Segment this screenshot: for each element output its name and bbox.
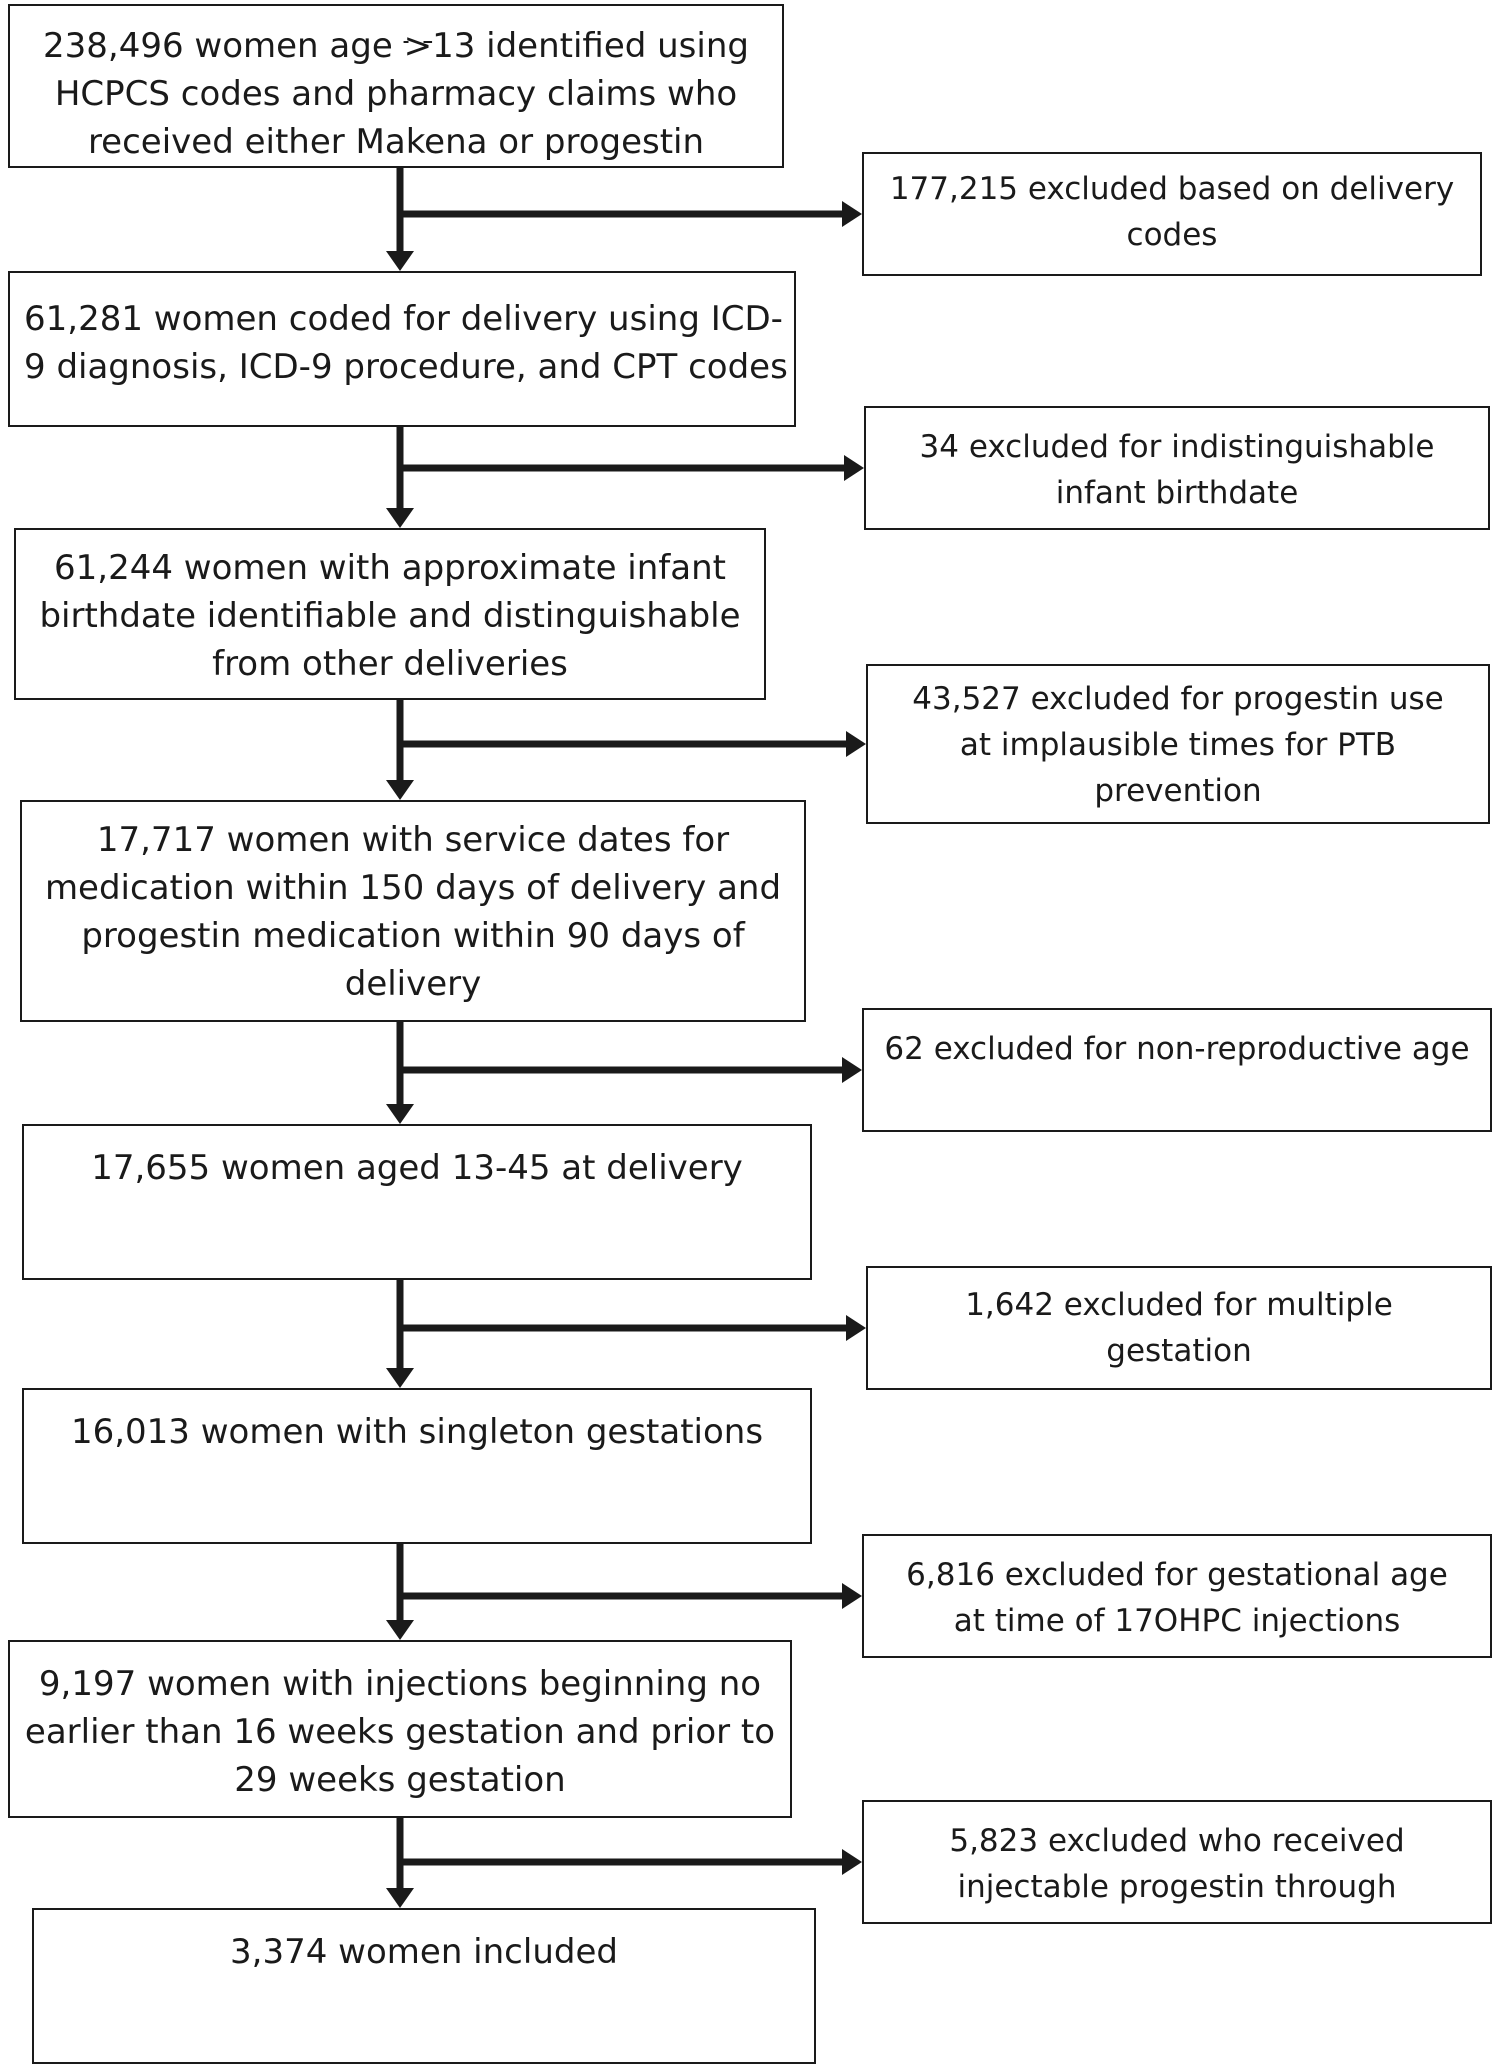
- exclusion-box-text-line: injectable progestin through: [957, 1869, 1397, 1905]
- exclusion-box-text-line: 177,215 excluded based on delivery: [889, 171, 1455, 207]
- main-box-text-line: HCPCS codes and pharmacy claims who: [54, 74, 738, 114]
- exclusion-box-text-line: 34 excluded for indistinguishable: [919, 429, 1435, 465]
- main-box-text-line: delivery: [344, 964, 482, 1004]
- exclusion-box-text-line: at implausible times for PTB: [959, 727, 1397, 763]
- exclusion-box-text-line: 1,642 excluded for multiple: [965, 1287, 1393, 1323]
- main-box-text-line: 16,013 women with singleton gestations: [70, 1412, 764, 1452]
- exclusion-box-non-reproductive-age: 62 excluded for non-reproductive age: [862, 1008, 1492, 1132]
- main-box-text-line: progestin medication within 90 days of: [81, 916, 745, 956]
- flow-arrow-head: [386, 780, 414, 800]
- main-box-text-line: 17,655 women aged 13-45 at delivery: [91, 1148, 743, 1188]
- exclusion-box-gestational-age: 6,816 excluded for gestational age at ti…: [862, 1534, 1492, 1658]
- flow-arrow-head: [386, 1888, 414, 1908]
- exclusion-box-birthdate: 34 excluded for indistinguishable infant…: [864, 406, 1490, 530]
- exclusion-box-text-line: 5,823 excluded who received: [949, 1823, 1405, 1859]
- exclusion-box-text-line: codes: [1126, 217, 1218, 253]
- flow-arrow-head: [386, 1620, 414, 1640]
- exclusion-arrow-head: [842, 1057, 862, 1083]
- exclusion-box-implausible-times: 43,527 excluded for progestin use at imp…: [866, 664, 1490, 824]
- main-box-text-line: received either Makena or progestin: [87, 122, 705, 162]
- main-box-initial-cohort: 238,496 women age >13 identified using H…: [8, 4, 784, 168]
- exclusion-arrow-head: [846, 1315, 866, 1341]
- main-box-text-line: medication within 150 days of delivery a…: [44, 868, 782, 908]
- main-box-singleton: 16,013 women with singleton gestations: [22, 1388, 812, 1544]
- main-box-text-line: 3,374 women included: [230, 1932, 618, 1972]
- exclusion-box-text-line: at time of 17OHPC injections: [953, 1603, 1401, 1639]
- main-box-text-line: earlier than 16 weeks gestation and prio…: [24, 1712, 776, 1752]
- main-box-text-line: 9,197 women with injections beginning no: [38, 1664, 762, 1704]
- exclusion-arrow-head: [842, 201, 862, 227]
- main-box-text-line: 238,496 women age >13 identified using: [43, 26, 749, 66]
- flow-arrow-head: [386, 1104, 414, 1124]
- main-box-delivery-coded: 61,281 women coded for delivery using IC…: [8, 271, 796, 427]
- flow-arrow-head: [386, 508, 414, 528]
- exclusion-box-text-line: prevention: [1094, 773, 1262, 809]
- main-box-text-line: 61,244 women with approximate infant: [54, 548, 726, 588]
- main-box-birthdate-identifiable: 61,244 women with approximate infant bir…: [14, 528, 766, 700]
- exclusion-arrow-head: [846, 731, 866, 757]
- exclusion-box-injectable-progestin: 5,823 excluded who received injectable p…: [862, 1800, 1492, 1924]
- main-box-text-line: 17,717 women with service dates for: [96, 820, 730, 860]
- exclusion-box-delivery-codes: 177,215 excluded based on delivery codes: [862, 152, 1482, 276]
- exclusion-box-text-line: 62 excluded for non-reproductive age: [884, 1031, 1470, 1067]
- main-box-service-dates: 17,717 women with service dates for medi…: [20, 800, 806, 1022]
- exclusion-arrow-head: [842, 1583, 862, 1609]
- main-box-text-line: birthdate identifiable and distinguishab…: [39, 596, 741, 636]
- greater-than-or-equal-symbol: >: [403, 26, 433, 66]
- main-box-text-line: 9 diagnosis, ICD-9 procedure, and CPT co…: [24, 347, 788, 387]
- flow-arrow-head: [386, 251, 414, 271]
- main-box-text-line: from other deliveries: [212, 644, 568, 684]
- exclusion-box-text-line: infant birthdate: [1055, 475, 1299, 511]
- main-box-injection-timing: 9,197 women with injections beginning no…: [8, 1640, 792, 1818]
- exclusion-arrow-head: [842, 1849, 862, 1875]
- exclusion-box-text-line: gestation: [1106, 1333, 1252, 1369]
- flow-arrow-head: [386, 1368, 414, 1388]
- exclusion-arrow-head: [844, 455, 864, 481]
- exclusion-box-text-line: 43,527 excluded for progestin use: [912, 681, 1444, 717]
- exclusion-box-text-line: 6,816 excluded for gestational age: [906, 1557, 1448, 1593]
- main-box-final-included: 3,374 women included: [32, 1908, 816, 2064]
- main-box-reproductive-age: 17,655 women aged 13-45 at delivery: [22, 1124, 812, 1280]
- main-box-text-line: 61,281 women coded for delivery using IC…: [24, 299, 783, 339]
- main-box-text-line: 29 weeks gestation: [234, 1760, 566, 1800]
- exclusion-box-multiple-gestation: 1,642 excluded for multiple gestation: [866, 1266, 1492, 1390]
